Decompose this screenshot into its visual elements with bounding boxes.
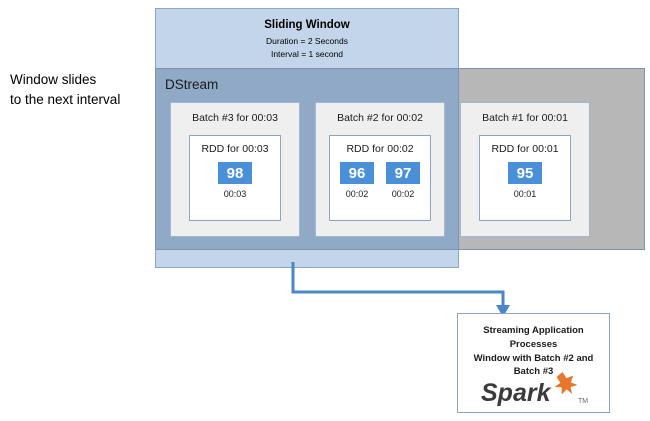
rdd-values: 95 00:01 — [480, 162, 570, 199]
batch-title: Batch #2 for 00:02 — [337, 112, 423, 124]
rdd-value-cell: 97 00:02 — [386, 162, 420, 199]
rdd-values: 96 00:02 97 00:02 — [330, 162, 430, 199]
rdd-value-time: 00:02 — [345, 189, 369, 199]
window-slides-caption: Window slides to the next interval — [10, 72, 121, 107]
rdd-value-chip: 95 — [508, 162, 542, 184]
output-description: Streaming Application Processes Window w… — [473, 325, 594, 378]
batch-box-3: Batch #3 for 00:03 RDD for 00:03 98 00:0… — [170, 102, 300, 237]
batch-box-1: Batch #1 for 00:01 RDD for 00:01 95 00:0… — [460, 102, 590, 237]
rdd-title: RDD for 00:01 — [491, 143, 559, 155]
spark-wordmark: Spark — [481, 379, 552, 407]
rdd-value-chip: 98 — [218, 162, 252, 184]
sliding-window-interval: Interval = 1 second — [270, 49, 344, 59]
rdd-value-chip: 97 — [386, 162, 420, 184]
rdd-value-time: 00:03 — [223, 189, 247, 199]
rdd-title: RDD for 00:02 — [346, 143, 414, 155]
spark-logo: Spark TM — [458, 370, 609, 408]
spark-logo-mark: Spark TM — [481, 372, 588, 407]
rdd-title: RDD for 00:03 — [201, 143, 269, 155]
rdd-box: RDD for 00:03 98 00:03 — [189, 135, 281, 221]
batch-box-2: Batch #2 for 00:02 RDD for 00:02 96 00:0… — [315, 102, 445, 237]
rdd-box: RDD for 00:02 96 00:02 97 00:02 — [329, 135, 431, 221]
batch-title: Batch #3 for 00:03 — [192, 112, 278, 124]
rdd-value-time: 00:01 — [513, 189, 537, 199]
rdd-box: RDD for 00:01 95 00:01 — [479, 135, 571, 221]
streaming-application-output-box: Streaming Application Processes Window w… — [457, 313, 610, 413]
rdd-values: 98 00:03 — [190, 162, 280, 199]
svg-text:TM: TM — [578, 398, 588, 405]
flow-connector-arrow — [291, 262, 510, 317]
dstream-label: DStream — [165, 77, 219, 92]
rdd-value-time: 00:02 — [391, 189, 415, 199]
batch-title: Batch #1 for 00:01 — [482, 112, 568, 124]
sliding-window-title: Sliding Window — [264, 19, 350, 31]
sliding-window-duration: Duration = 2 Seconds — [266, 36, 348, 46]
rdd-value-chip: 96 — [340, 162, 374, 184]
rdd-value-cell: 98 00:03 — [218, 162, 252, 199]
rdd-value-cell: 96 00:02 — [340, 162, 374, 199]
rdd-value-cell: 95 00:01 — [508, 162, 542, 199]
